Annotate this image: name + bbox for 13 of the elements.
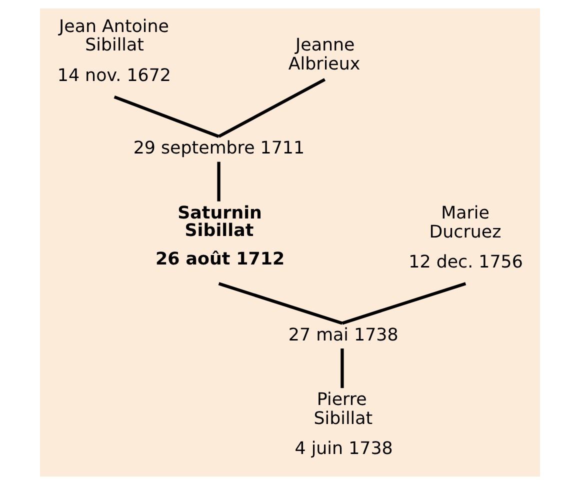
connector — [340, 348, 344, 388]
connector — [218, 78, 326, 138]
connector — [114, 95, 220, 138]
node-text: Jeanne Albrieux — [288, 36, 360, 75]
connector — [217, 162, 220, 202]
connector — [342, 282, 466, 325]
node-text: Jean Antoine Sibillat 14 nov. 1672 — [57, 16, 171, 86]
node-text: Saturnin Sibillat 26 août 1712 — [156, 203, 285, 270]
node-text: 29 septembre 1711 — [133, 138, 305, 159]
node-text: 27 mai 1738 — [288, 325, 398, 346]
connector — [218, 282, 343, 325]
node-text: Marie Ducruez 12 dec. 1756 — [408, 203, 523, 272]
node-text: Pierre Sibillat 4 juin 1738 — [294, 390, 393, 460]
